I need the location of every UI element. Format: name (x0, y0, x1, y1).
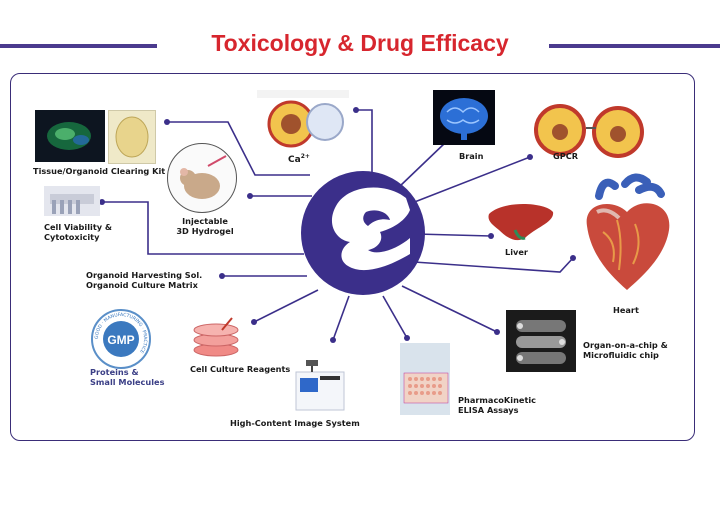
viability-label: Cell Viability &Cytotoxicity (44, 222, 113, 242)
line-calcium (356, 109, 373, 196)
brain-label: Brain (459, 151, 484, 161)
dot-high-content (330, 337, 336, 343)
dot-clearing-kit (164, 119, 170, 125)
petri-dish-image (190, 316, 250, 358)
title-rule-right (549, 44, 720, 48)
line-high-content (332, 295, 350, 341)
mouse-image (167, 143, 237, 213)
line-elisa (382, 295, 408, 339)
dot-organoid (219, 273, 225, 279)
heart-label: Heart (613, 305, 639, 315)
high-content-label: High-Content Image System (230, 418, 360, 428)
line-liver (415, 233, 492, 237)
svg-text:GMP: GMP (107, 333, 134, 347)
dot-organ-chip (494, 329, 500, 335)
line-culture-reagents (253, 289, 319, 323)
gmp-label: Proteins &Small Molecules (90, 367, 165, 387)
dot-heart (570, 255, 576, 261)
gpcr-label: GPCR (553, 151, 579, 161)
organ-chip-label: Organ-on-a-chip &Microfluidic chip (583, 340, 668, 360)
organ-chip-image (506, 310, 576, 372)
cell-diagram-image (255, 88, 351, 150)
cleared-tissue-image (108, 110, 156, 164)
line-heart (413, 257, 574, 273)
page-title: Toxicology & Drug Efficacy (211, 30, 509, 56)
dot-liver (488, 233, 494, 239)
dot-culture-reagents (251, 319, 257, 325)
dot-viability (99, 199, 105, 205)
gpcr-image (530, 98, 650, 160)
clearing-kit-image (35, 110, 105, 162)
microplate-image (400, 343, 450, 415)
line-gpcr (411, 156, 531, 204)
dot-elisa (404, 335, 410, 341)
heart-image (573, 172, 683, 300)
dot-injectable (247, 193, 253, 199)
organoid-label: Organoid Harvesting Sol.Organoid Culture… (86, 270, 203, 290)
pipette-image (44, 186, 100, 216)
dot-gpcr (527, 154, 533, 160)
clearing-kit-label: Tissue/Organoid Clearing Kit (33, 166, 166, 176)
brain-image (433, 90, 495, 145)
liver-image (485, 198, 557, 248)
line-brain (398, 141, 447, 188)
dot-calcium (353, 107, 359, 113)
hub-logo-icon (301, 171, 425, 295)
imaging-system-image (290, 358, 350, 413)
line-viability (102, 201, 304, 255)
line-clearing-kit (167, 121, 310, 176)
diagram-frame (10, 73, 695, 441)
liver-label: Liver (505, 247, 528, 257)
culture-reagents-label: Cell Culture Reagents (190, 364, 291, 374)
gmp-seal-icon: GMP GOOD · MANUFACTURING · PRACTICE (91, 309, 151, 369)
calcium-label: Ca2+ (288, 153, 310, 165)
title-rule-left (0, 44, 157, 48)
line-organ-chip (401, 285, 498, 333)
